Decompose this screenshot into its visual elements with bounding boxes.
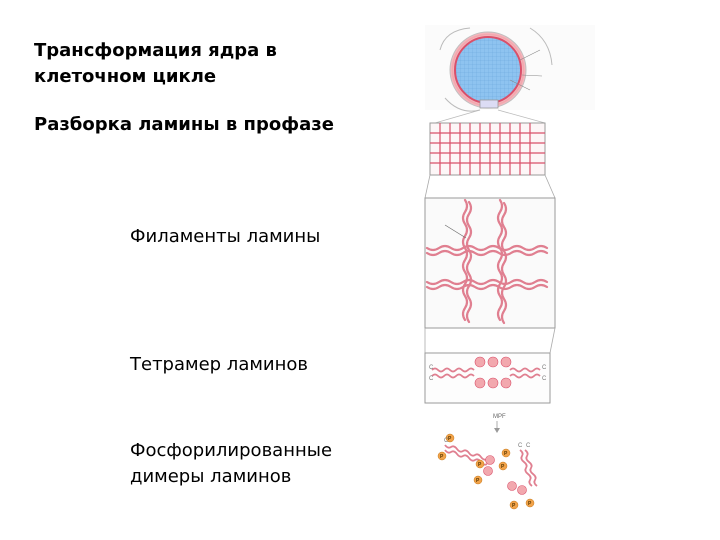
c-terminus-mark: C bbox=[429, 376, 434, 382]
label-phosphorylated-dimers: Фосфорилированные димеры ламинов bbox=[130, 440, 333, 487]
slide-subtitle: Разборка ламины в профазе bbox=[34, 114, 334, 135]
c-terminus-mark: C bbox=[518, 443, 523, 449]
c-terminus-mark: C bbox=[542, 376, 547, 382]
c-terminus-mark: C bbox=[542, 365, 547, 371]
lamina-meshwork bbox=[429, 122, 546, 176]
lamina-disassembly-figure: C C C C MPF P P P P P P P P C C bbox=[424, 25, 595, 510]
c-terminus-mark: C bbox=[429, 365, 434, 371]
mpf-label: MPF bbox=[493, 414, 506, 420]
phospho-mark: P bbox=[504, 451, 508, 457]
lamin-tetramer-panel: C C C C bbox=[424, 352, 551, 404]
phospho-mark: P bbox=[512, 503, 516, 509]
phospho-mark: P bbox=[501, 464, 505, 470]
c-terminus-mark: C bbox=[444, 438, 449, 444]
slide-title: Трансформация ядра в клеточном цикле bbox=[34, 40, 277, 87]
label-lamin-tetramer: Тетрамер ламинов bbox=[130, 354, 309, 375]
c-terminus-mark: C bbox=[526, 443, 531, 449]
label-lamina-filaments: Филаменты ламины bbox=[130, 226, 321, 247]
nucleus-drawing bbox=[425, 25, 595, 124]
phospho-mark: P bbox=[478, 462, 482, 468]
phospho-mark: P bbox=[448, 436, 452, 442]
phospho-mark: P bbox=[528, 501, 532, 507]
mpf-arrow: MPF bbox=[493, 414, 506, 433]
lamina-filaments-panel bbox=[424, 197, 556, 329]
phospho-mark: P bbox=[440, 454, 444, 460]
phospho-mark: P bbox=[476, 478, 480, 484]
phosphorylated-dimers-panel: P P P P P P P P C C C bbox=[437, 433, 538, 510]
